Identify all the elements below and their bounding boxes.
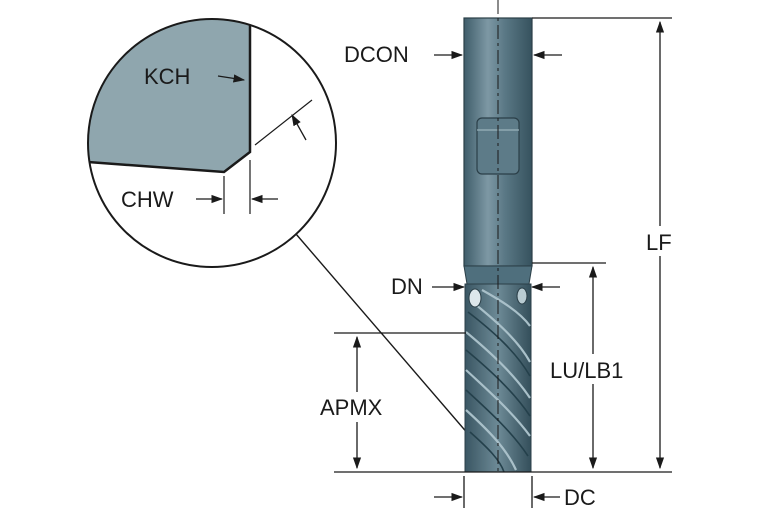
kch-angle-arrow	[291, 113, 307, 141]
flute-relief-2	[516, 287, 528, 305]
insert-edge-outline	[88, 19, 252, 174]
end-mill-tool	[463, 0, 533, 473]
flute-shadows	[465, 311, 531, 473]
chamfer-angle-reference-line	[254, 99, 313, 146]
kch-label: KCH	[144, 64, 190, 89]
lf-label: LF	[646, 230, 672, 255]
lf-label-bg	[642, 226, 682, 256]
helical-flutes	[465, 289, 531, 471]
lu-lb1-label: LU/LB1	[550, 358, 623, 383]
detail-view: KCH CHW	[87, 18, 337, 268]
dimensions	[334, 17, 672, 508]
flute-relief	[468, 288, 482, 308]
chw-label: CHW	[121, 187, 174, 212]
detail-circle-outline	[87, 18, 337, 268]
dc-label: DC	[564, 485, 596, 510]
dn-label: DN	[391, 274, 423, 299]
apmx-label-bg	[318, 392, 404, 422]
kch-arrow	[217, 74, 246, 83]
detail-leader-line	[295, 233, 495, 465]
dcon-label: DCON	[344, 42, 409, 67]
apmx-label: APMX	[320, 395, 383, 420]
lu-lb1-label-bg	[548, 354, 640, 384]
